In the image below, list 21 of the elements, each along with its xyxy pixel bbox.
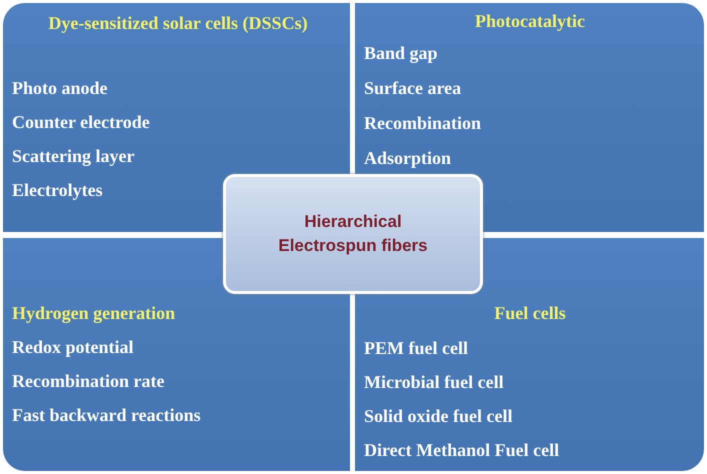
list-item: Microbial fuel cell xyxy=(364,372,504,392)
list-item: Redox potential xyxy=(12,337,134,357)
list-item: Photo anode xyxy=(12,78,108,98)
list-item: Adsorption xyxy=(364,148,452,168)
list-item: PEM fuel cell xyxy=(364,338,468,358)
list-item: Solid oxide fuel cell xyxy=(364,406,512,426)
list-item: Scattering layer xyxy=(12,146,134,166)
quadrant-heading: Photocatalytic xyxy=(474,11,586,31)
list-item: Direct Methanol Fuel cell xyxy=(364,440,560,460)
list-item: Electrolytes xyxy=(12,180,103,200)
center-title: Hierarchical Electrospun fibers xyxy=(277,211,429,257)
list-item: Recombination xyxy=(364,113,481,133)
center-box xyxy=(223,174,483,294)
list-item: Recombination rate xyxy=(12,371,164,391)
list-item: Band gap xyxy=(364,43,438,63)
list-item: Fast backward reactions xyxy=(12,405,201,425)
quadrant-heading: Dye-sensitized solar cells (DSSCs) xyxy=(47,12,309,35)
list-item: Surface area xyxy=(364,78,462,98)
quadrant-heading: Hydrogen generation xyxy=(12,303,176,323)
quadrant-heading: Fuel cells xyxy=(493,303,567,323)
list-item: Counter electrode xyxy=(12,112,150,132)
